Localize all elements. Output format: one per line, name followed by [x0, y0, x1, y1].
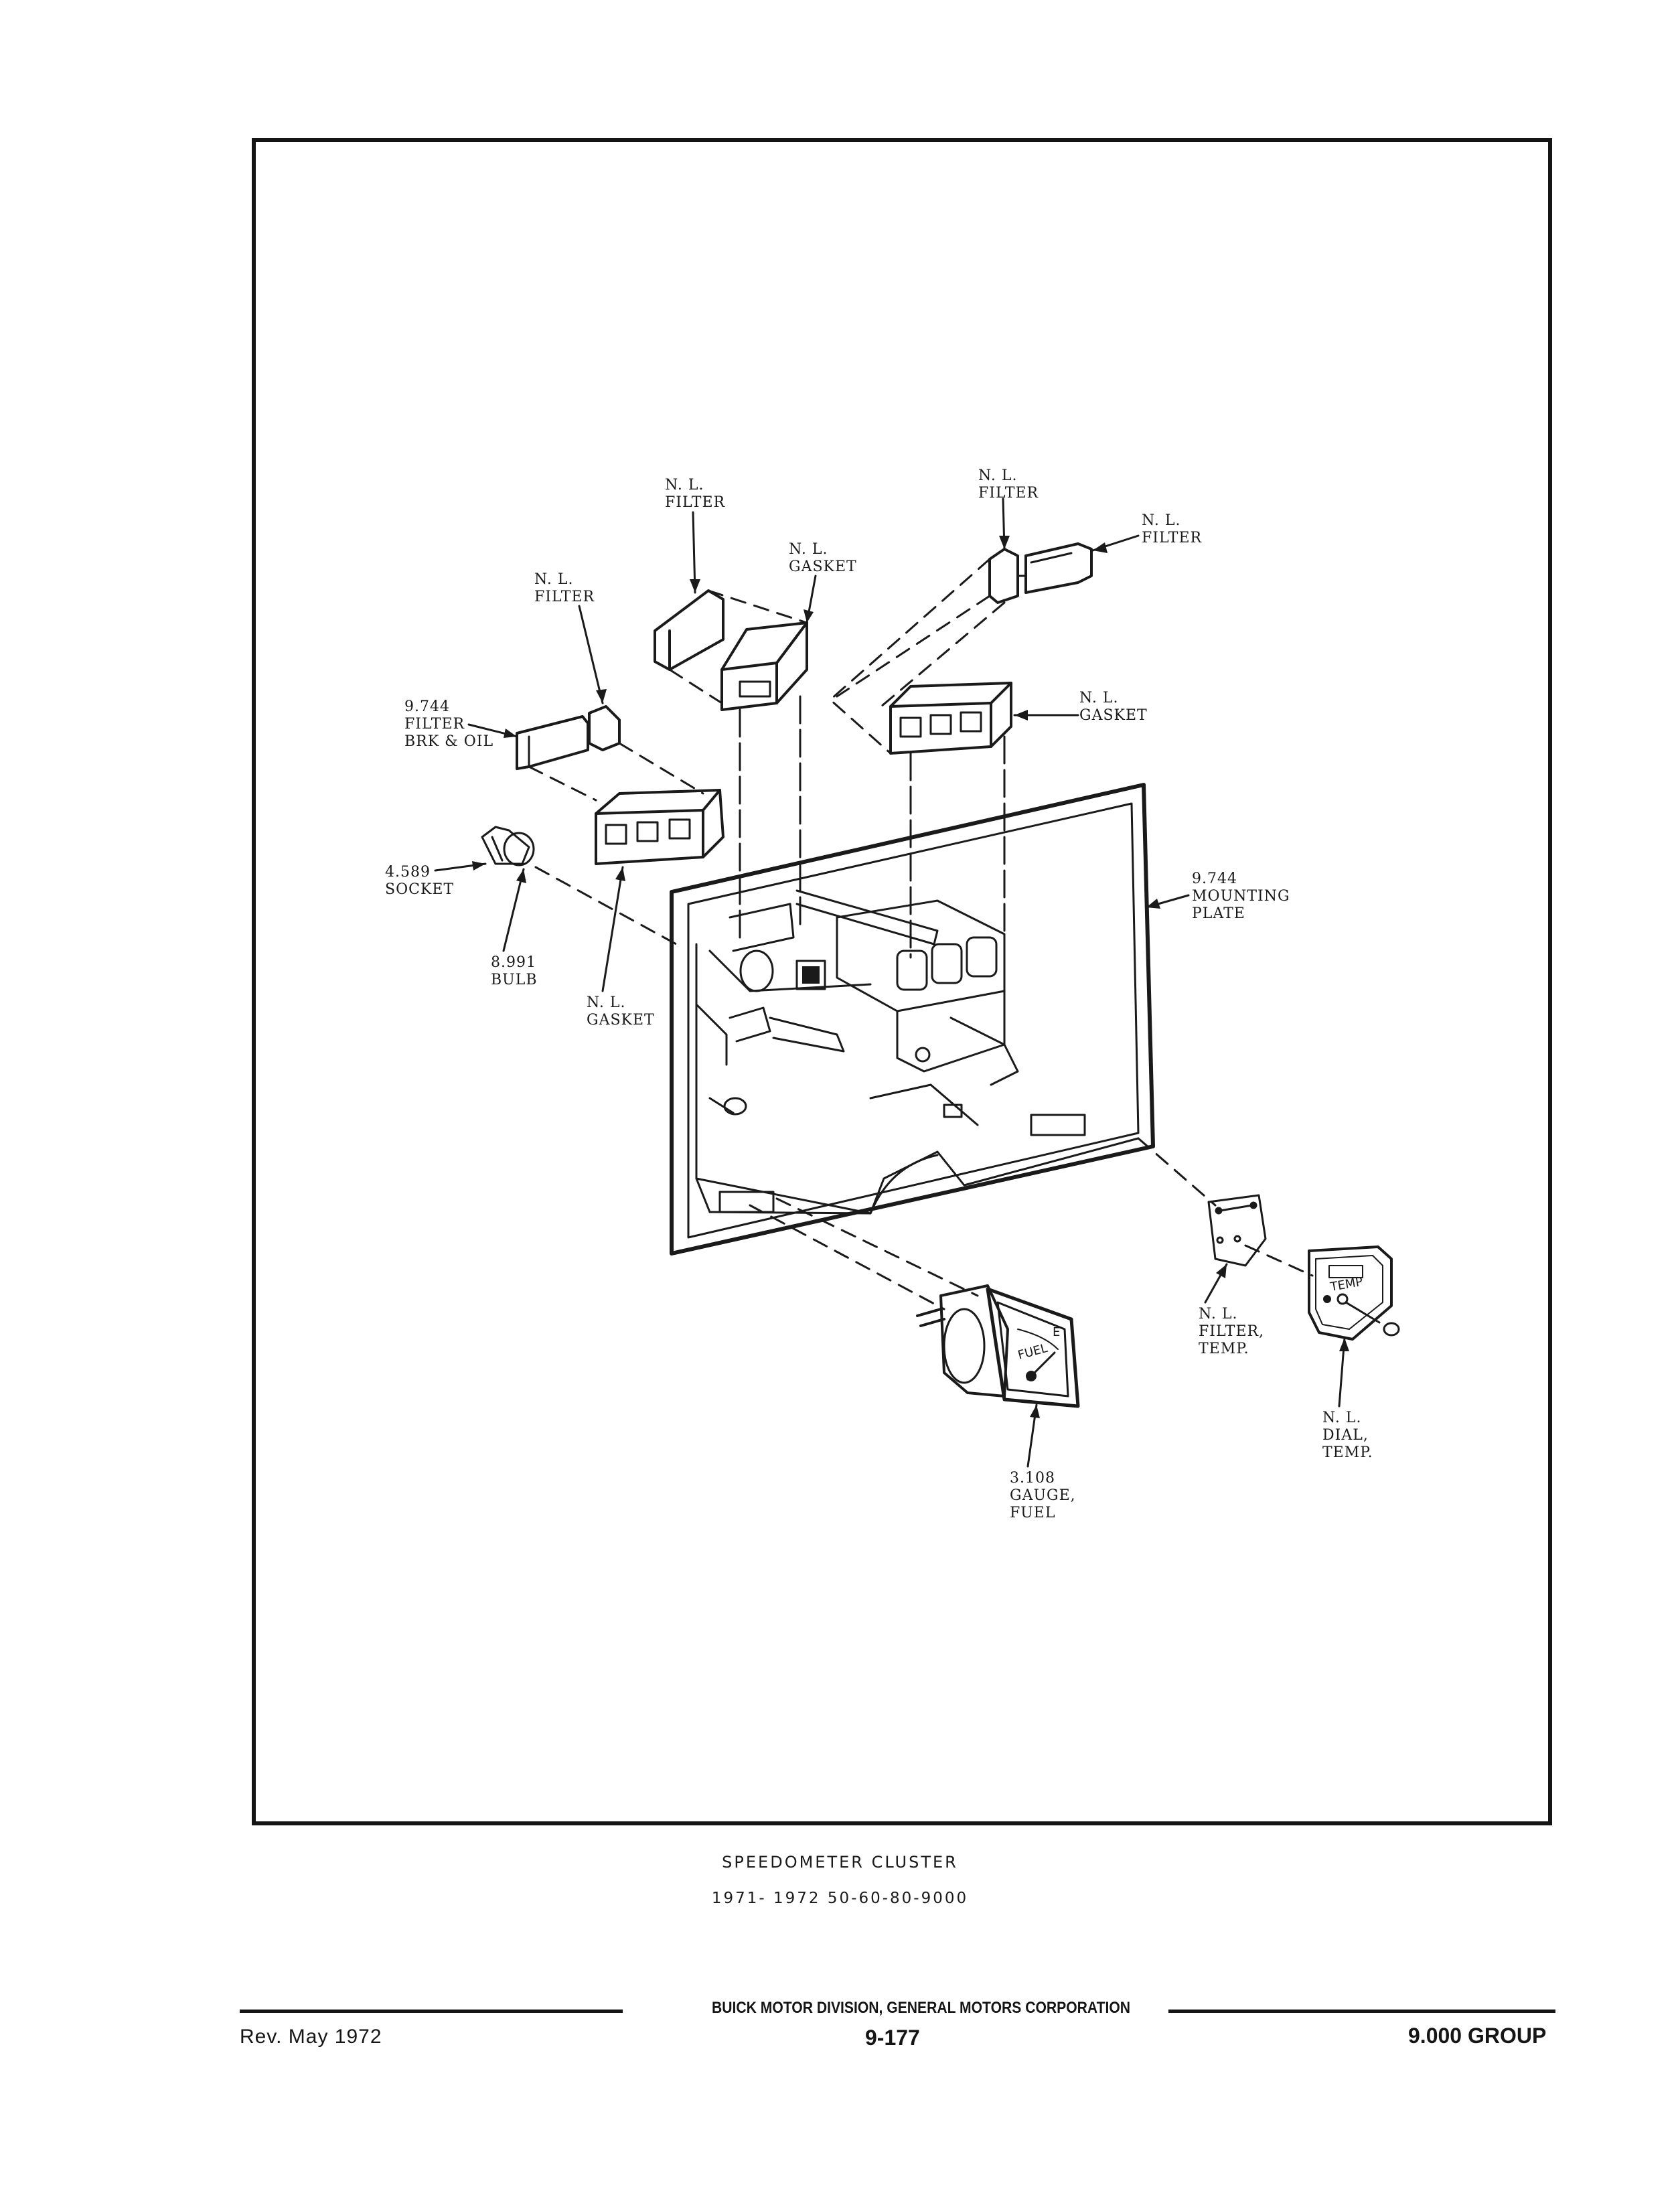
light-pipe-housing: [836, 899, 1019, 1086]
label-filter-left: N. L.FILTER: [534, 571, 595, 605]
gasket-upper-right: [889, 682, 1012, 755]
label-filter-top-right-a: N. L.FILTER: [978, 467, 1039, 502]
assembly-dashed-lines: [528, 558, 1314, 1310]
gasket-left: [595, 789, 724, 865]
figure-title: SPEEDOMETER CLUSTER: [722, 1853, 958, 1872]
filter-upper-center: [654, 589, 724, 671]
label-filter-top-center: N. L.FILTER: [665, 477, 726, 511]
footer-group: 9.000 GROUP: [1408, 2024, 1547, 2048]
fuel-gauge-e-mark: E: [1053, 1325, 1060, 1339]
fuel-gauge-word: FUEL: [1016, 1341, 1049, 1363]
label-dial-temp: N. L.DIAL,TEMP.: [1322, 1410, 1373, 1461]
label-gasket-left: N. L.GASKET: [587, 994, 655, 1029]
footer-rule-right: [1168, 2010, 1555, 2013]
label-filter-temp: N. L.FILTER,TEMP.: [1199, 1306, 1265, 1357]
leader-arrowheads: [472, 536, 1349, 1418]
light-pipe-guides: [739, 695, 1006, 959]
filter-upper-right-small: [988, 548, 1019, 604]
filter-temp: [1207, 1194, 1267, 1267]
diagram-frame: [252, 138, 1552, 1825]
gasket-upper-center: [720, 621, 808, 711]
footer-page-number: 9-177: [865, 2026, 920, 2050]
fuel-gauge: [916, 1284, 1080, 1408]
label-gasket-right: N. L.GASKET: [1079, 690, 1148, 724]
socket-bulb-assembly: [481, 826, 535, 866]
figure-subtitle: 1971- 1972 50-60-80-9000: [711, 1890, 969, 1907]
filter-brk-oil: [516, 715, 589, 770]
mounting-plate: [670, 783, 1155, 1256]
label-gasket-top-center: N. L.GASKET: [789, 541, 857, 575]
footer-rule-left: [240, 2010, 623, 2013]
footer-division: BUICK MOTOR DIVISION, GENERAL MOTORS COR…: [712, 1999, 1131, 2017]
footer-revision: Rev. May 1972: [240, 2026, 382, 2048]
label-filter-top-right-b: N. L.FILTER: [1142, 512, 1203, 546]
filter-upper-right-large: [1024, 542, 1093, 594]
dial-temp: [1308, 1245, 1400, 1341]
filter-left-small: [588, 705, 621, 751]
